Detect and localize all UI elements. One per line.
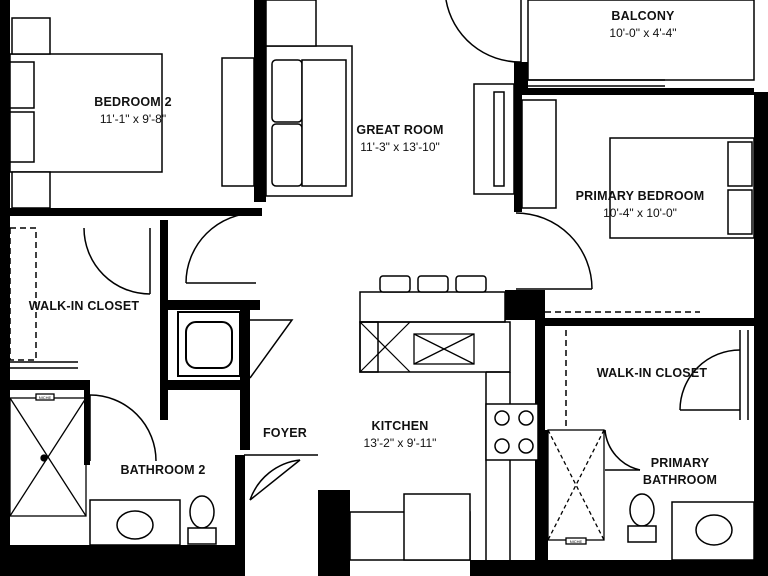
room-dims: 10'-4" x 10'-0"	[603, 206, 677, 220]
room-label-great-room: GREAT ROOM 11'-3" x 13'-10"	[340, 122, 460, 156]
door-swings	[83, 0, 741, 501]
range-stove	[485, 403, 539, 461]
room-name: PRIMARY BEDROOM	[575, 189, 705, 203]
room-name: WALK-IN CLOSET	[596, 366, 708, 380]
room-dims: 10'-0" x 4'-4"	[609, 26, 677, 40]
room-name: BEDROOM 2	[94, 95, 172, 109]
washer-dryer	[177, 311, 241, 377]
bar-stools	[379, 275, 487, 293]
room-label-bedroom2: BEDROOM 2 11'-1" x 9'-8"	[78, 94, 188, 128]
room-label-primary-bedroom: PRIMARY BEDROOM 10'-4" x 10'-0"	[570, 188, 710, 222]
room-label-primary-bathroom: PRIMARY BATHROOM	[630, 455, 730, 489]
chair-great-room	[265, 0, 317, 47]
niche-label-bath2: NICHE	[39, 395, 52, 400]
room-name: FOYER	[262, 426, 308, 440]
shower-bath2	[9, 393, 87, 517]
room-dims: 11'-3" x 13'-10"	[360, 140, 440, 154]
toilet-bath2	[187, 495, 217, 545]
room-name-line1: PRIMARY	[650, 456, 710, 470]
bed-primary	[609, 137, 755, 239]
dresser-bedroom2	[221, 57, 255, 187]
kitchen-sink	[413, 333, 475, 365]
room-label-balcony: BALCONY 10'-0" x 4'-4"	[588, 8, 698, 42]
room-dims: 11'-1" x 9'-8"	[99, 112, 167, 126]
room-name: BATHROOM 2	[120, 463, 206, 477]
room-name-line2: BATHROOM	[642, 473, 718, 487]
bed-bedroom2	[9, 17, 163, 209]
room-dims: 13'-2" x 9'-11"	[363, 436, 437, 450]
vanity-bath2	[89, 499, 181, 546]
room-label-walk-in-closet-2: WALK-IN CLOSET	[592, 365, 712, 382]
room-label-foyer: FOYER	[255, 425, 315, 442]
dresser-primary	[521, 99, 557, 209]
tv-console	[473, 83, 515, 195]
room-label-bathroom2: BATHROOM 2	[108, 462, 218, 479]
refrigerator	[403, 493, 471, 561]
room-label-kitchen: KITCHEN 13'-2" x 9'-11"	[340, 418, 460, 452]
vanity-primary	[671, 501, 755, 561]
dishwasher	[359, 321, 411, 373]
toilet-primary	[627, 493, 657, 543]
shower-primary	[547, 429, 605, 545]
niche-label-primary: NICHE	[570, 539, 583, 544]
room-name: WALK-IN CLOSET	[28, 299, 140, 313]
room-label-walk-in-closet-1: WALK-IN CLOSET	[24, 298, 144, 315]
sofa-great-room	[265, 45, 353, 197]
room-name: KITCHEN	[371, 419, 429, 433]
room-name: GREAT ROOM	[356, 123, 444, 137]
room-name: BALCONY	[611, 9, 675, 23]
